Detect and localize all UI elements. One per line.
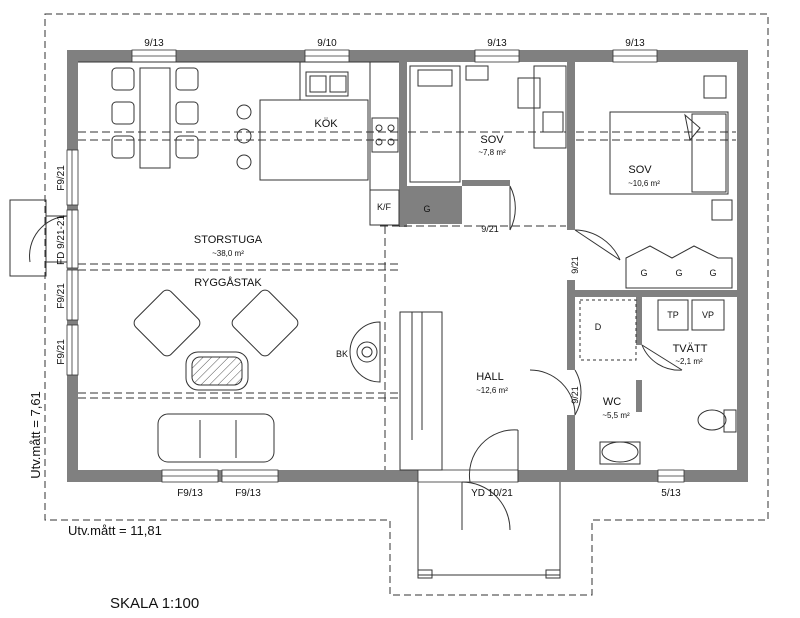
room-area-wc: ~5,5 m² <box>602 411 630 420</box>
room-label-sov-2: SOV <box>628 164 652 176</box>
entry-porch <box>417 481 561 579</box>
door-label-sov-2: 9/21 <box>570 256 580 274</box>
interior-walls <box>399 62 737 470</box>
room-area-sov-1: ~7,8 m² <box>478 148 506 157</box>
room-label-sov-1: SOV <box>480 134 504 146</box>
kitchen-fixtures <box>78 61 400 226</box>
room-label-hall: HALL <box>476 371 504 383</box>
window-label-left-1: F9/21 <box>56 165 67 191</box>
bedroom-1-fixtures <box>409 65 567 231</box>
fixture-label-kf: K/F <box>377 202 392 212</box>
room-area-sov-2: ~10,6 m² <box>628 179 660 188</box>
beam-lines <box>78 131 736 470</box>
room-label-ryggastak: RYGGÅSTAK <box>194 276 262 289</box>
window-label-top-4: 9/13 <box>625 38 645 49</box>
room-label-wc: WC <box>603 396 621 408</box>
entry-door-label: YD 10/21 <box>471 488 513 499</box>
room-label-kok: KÖK <box>314 118 338 130</box>
window-label-bottom-3: 5/13 <box>661 488 681 499</box>
door-label-wc: 9/21 <box>570 386 580 404</box>
width-measurement: Utv.mått = 11,81 <box>68 523 162 538</box>
scale-label: SKALA 1:100 <box>110 595 199 612</box>
room-label-tvatt: TVÄTT <box>673 343 708 355</box>
window-label-top-1: 9/13 <box>144 38 164 49</box>
living-room-furniture <box>133 289 381 463</box>
patio-door <box>9 199 68 277</box>
room-label-storstuga: STORSTUGA <box>194 234 263 246</box>
roof-outline <box>44 13 769 596</box>
window-label-bottom-1: F9/13 <box>177 488 203 499</box>
room-area-tvatt: ~2,1 m² <box>675 357 703 366</box>
fixture-label-tp: TP <box>667 310 679 320</box>
window-label-top-2: 9/10 <box>317 38 337 49</box>
room-area-storstuga: ~38,0 m² <box>212 249 244 258</box>
window-openings <box>66 49 685 483</box>
window-label-left-2: FD 9/21-21 <box>56 215 67 265</box>
fixture-label-g-4: G <box>709 268 716 278</box>
fixture-label-d: D <box>595 322 602 332</box>
height-measurement: Utv.mått = 7,61 <box>28 391 43 479</box>
bedroom-2-fixtures <box>574 75 733 289</box>
fixture-label-bk: BK <box>336 349 348 359</box>
exterior-walls <box>67 50 748 482</box>
window-label-bottom-2: F9/13 <box>235 488 261 499</box>
wc-laundry-fixtures <box>529 299 737 465</box>
fixture-label-vp: VP <box>702 310 714 320</box>
fixture-label-g-1: G <box>423 204 430 214</box>
fixture-label-g-3: G <box>675 268 682 278</box>
hall-features <box>399 311 519 483</box>
door-label-sov-1: 9/21 <box>481 224 499 234</box>
window-label-left-4: F9/21 <box>56 339 67 365</box>
fixture-label-g-2: G <box>640 268 647 278</box>
window-label-left-3: F9/21 <box>56 283 67 309</box>
window-label-top-3: 9/13 <box>487 38 507 49</box>
room-area-hall: ~12,6 m² <box>476 386 508 395</box>
